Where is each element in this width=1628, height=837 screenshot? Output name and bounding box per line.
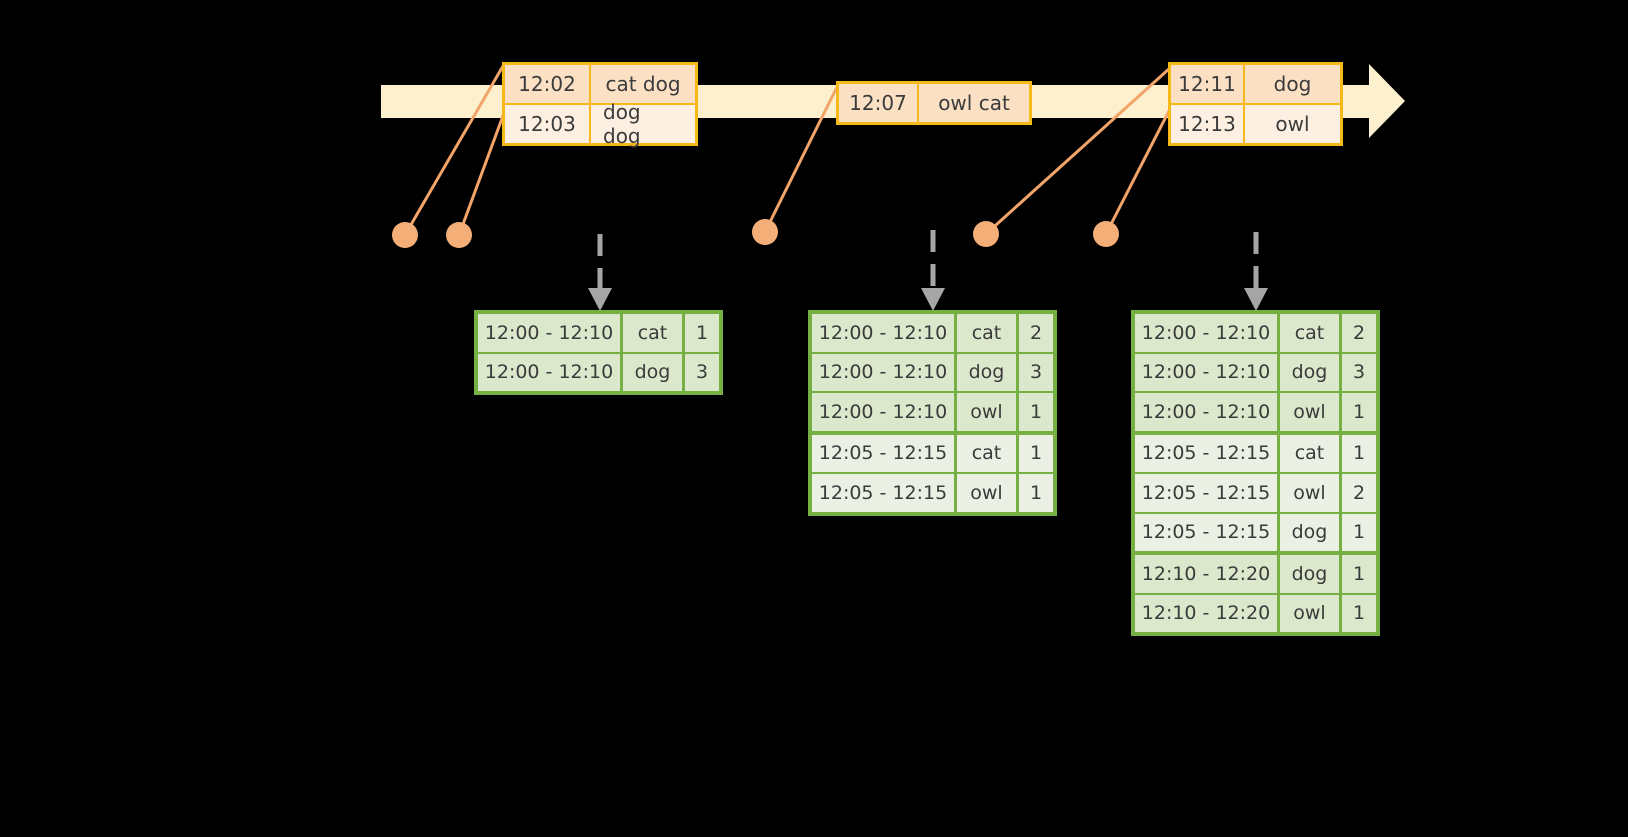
count-cell: 3 (1029, 361, 1043, 384)
event-time: 12:11 (1171, 65, 1245, 103)
window-cell: 12:10 - 12:20 (1135, 594, 1280, 632)
key-cell: owl (1280, 594, 1342, 632)
event-row: 12:07 owl cat (839, 84, 1029, 122)
event-row: 12:02 cat dog (505, 65, 695, 103)
key-cell: dog (1280, 353, 1342, 391)
key-cell: owl (957, 393, 1019, 431)
connector-line-1 (403, 65, 505, 236)
count-cell: 1 (695, 321, 709, 344)
down-arrow-2 (921, 230, 945, 311)
connector-lines (403, 65, 1174, 236)
connector-line-4 (984, 66, 1172, 236)
window-cell: 12:00 - 12:10 (1135, 393, 1280, 431)
count-cell: 1 (1352, 602, 1366, 625)
event-value: dog dog (603, 100, 641, 148)
connector-dot-4 (973, 221, 999, 247)
count-cell: 1 (1029, 400, 1043, 423)
window-cell: 12:00 - 12:10 (812, 314, 957, 352)
window-cell: 12:00 - 12:10 (1135, 353, 1280, 391)
window-cell: 12:05 - 12:15 (812, 434, 957, 472)
count-cell: 1 (1029, 481, 1043, 504)
count-cell: 2 (1352, 321, 1366, 344)
down-arrow-1 (588, 234, 612, 311)
connector-dot-1 (392, 222, 418, 248)
window-cell: 12:05 - 12:15 (1135, 474, 1280, 512)
event-row: 12:11 dog (1171, 65, 1340, 103)
event-value: owl (1275, 112, 1310, 136)
count-cell: 1 (1352, 521, 1366, 544)
key-cell: cat (623, 314, 685, 352)
event-value: owl cat (938, 91, 1010, 115)
event-time: 12:02 (505, 65, 591, 103)
event-row: 12:13 owl (1171, 103, 1340, 143)
key-cell: cat (1280, 434, 1342, 472)
count-cell: 1 (1352, 400, 1366, 423)
event-row: 12:03 dog dog (505, 100, 695, 148)
window-cell: 12:05 - 12:15 (1135, 434, 1280, 472)
key-cell: owl (1280, 393, 1342, 431)
key-cell: dog (957, 353, 1019, 391)
event-time: 12:13 (1171, 105, 1245, 143)
count-cell: 3 (695, 361, 709, 384)
connector-dot-5 (1093, 221, 1119, 247)
key-cell: cat (957, 434, 1019, 472)
window-cell: 12:00 - 12:10 (1135, 314, 1280, 352)
count-cell: 2 (1029, 321, 1043, 344)
connector-line-3 (763, 84, 840, 233)
connector-line-2 (457, 104, 509, 236)
count-cell: 3 (1352, 361, 1366, 384)
event-time: 12:03 (505, 105, 591, 143)
window-cell: 12:00 - 12:10 (478, 353, 623, 391)
event-value: cat dog (605, 72, 681, 96)
connector-dot-3 (752, 219, 778, 245)
event-box-1[interactable]: 12:02 cat dog 12:03 dog dog (502, 62, 698, 148)
connector-dots (392, 219, 1119, 248)
connector-line-5 (1104, 104, 1174, 235)
event-value: dog (1273, 72, 1312, 96)
event-box-2[interactable]: 12:07 owl cat (836, 81, 1032, 125)
key-cell: cat (1280, 314, 1342, 352)
event-time: 12:07 (839, 84, 919, 122)
key-cell: dog (623, 353, 685, 391)
key-cell: dog (1280, 513, 1342, 551)
window-cell: 12:10 - 12:20 (1135, 555, 1280, 593)
window-cell: 12:00 - 12:10 (812, 393, 957, 431)
window-cell: 12:05 - 12:15 (1135, 513, 1280, 551)
down-arrow-3 (1244, 232, 1268, 311)
key-cell: owl (1280, 474, 1342, 512)
event-box-3[interactable]: 12:11 dog 12:13 owl (1168, 62, 1343, 146)
window-cell: 12:00 - 12:10 (478, 314, 623, 352)
count-cell: 1 (1352, 562, 1366, 585)
key-cell: dog (1280, 555, 1342, 593)
timeline-arrowhead (1369, 64, 1405, 138)
connector-dot-2 (446, 222, 472, 248)
window-cell: 12:00 - 12:10 (812, 353, 957, 391)
down-arrows (588, 230, 1268, 311)
count-cell: 2 (1352, 481, 1366, 504)
count-cell: 1 (1352, 442, 1366, 465)
key-cell: cat (957, 314, 1019, 352)
key-cell: owl (957, 474, 1019, 512)
window-cell: 12:05 - 12:15 (812, 474, 957, 512)
count-cell: 1 (1029, 442, 1043, 465)
